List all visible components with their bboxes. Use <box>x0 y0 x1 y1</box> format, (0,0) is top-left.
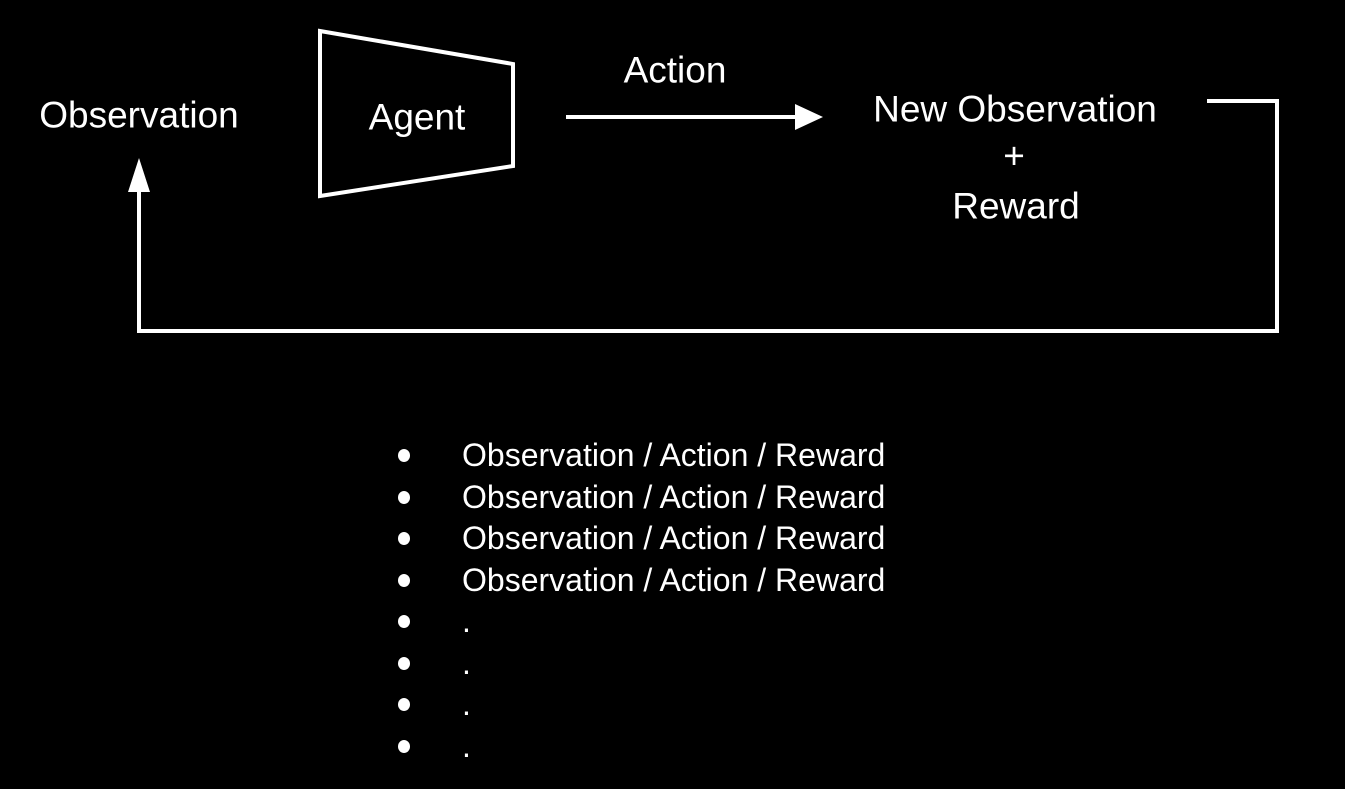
list-item-text: Observation / Action / Reward <box>462 478 886 515</box>
list-item: Observation / Action / Reward <box>398 435 885 477</box>
action-label: Action <box>623 49 727 91</box>
list-item-text: Observation / Action / Reward <box>462 561 886 598</box>
bullet-icon <box>398 532 410 546</box>
agent-label: Agent <box>368 96 466 138</box>
bullet-icon <box>398 656 410 670</box>
list-item: . <box>398 643 885 685</box>
list-item: . <box>398 726 885 768</box>
new-observation-label: New Observation <box>873 88 1157 130</box>
agent-trapezoid-shape <box>318 28 515 199</box>
list-item-text: Observation / Action / Reward <box>462 437 886 473</box>
list-item-text: . <box>462 686 471 722</box>
bullet-icon <box>398 490 410 504</box>
trajectory-list: Observation / Action / Reward Observatio… <box>398 435 885 767</box>
bullet-icon <box>398 698 410 712</box>
bullet-icon <box>398 573 410 587</box>
list-item: Observation / Action / Reward <box>398 518 885 560</box>
list-item: Observation / Action / Reward <box>398 477 885 519</box>
list-item-text: . <box>462 644 471 681</box>
reward-label: Reward <box>952 185 1080 227</box>
observation-label: Observation <box>39 94 239 136</box>
list-item: . <box>398 684 885 726</box>
list-item: . <box>398 601 885 643</box>
plus-label: + <box>1003 135 1025 177</box>
bullet-icon <box>398 449 410 463</box>
feedback-loop-arrow-icon <box>128 99 1279 333</box>
list-item: Observation / Action / Reward <box>398 560 885 602</box>
action-arrow-icon <box>566 104 823 130</box>
list-item-text: . <box>462 603 471 639</box>
bullet-icon <box>398 739 410 753</box>
list-item-text: Observation / Action / Reward <box>462 520 886 556</box>
list-item-text: . <box>462 727 471 764</box>
bullet-icon <box>398 615 410 629</box>
